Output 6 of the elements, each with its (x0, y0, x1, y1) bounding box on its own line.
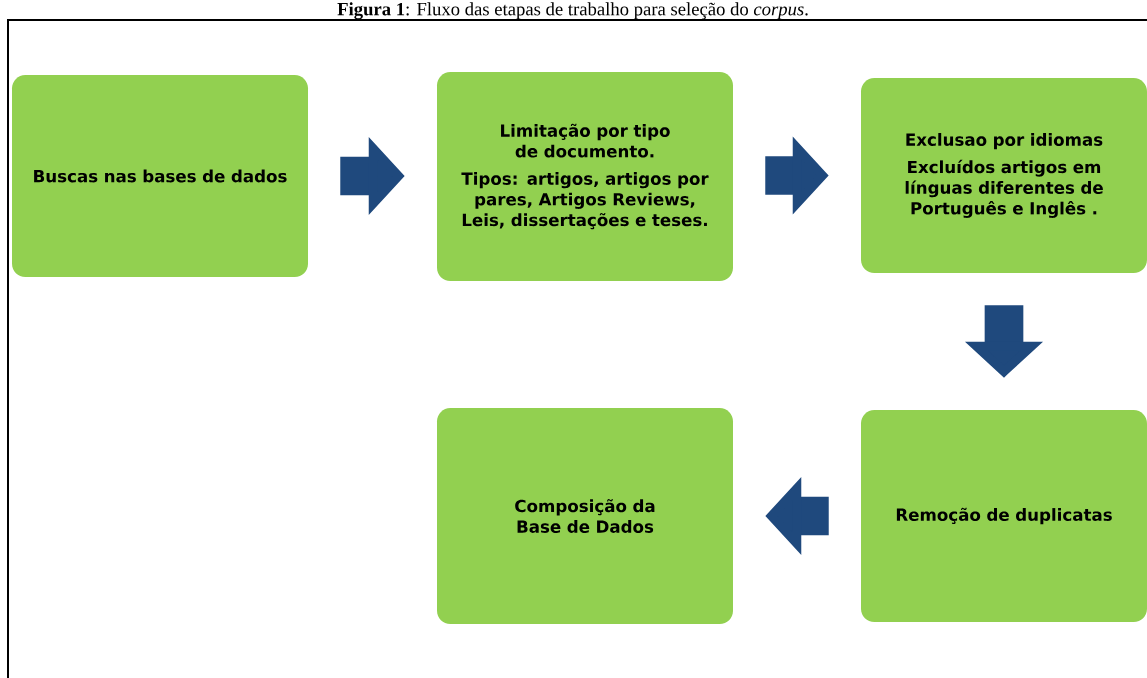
process-box: Composição da Base de Dados (437, 408, 733, 624)
process-box: Buscas nas bases de dados (12, 75, 308, 277)
figure-title: Figura 1: Fluxo das etapas de trabalho para seleção do corpus. (337, 2, 808, 20)
process-box: Remoção de duplicatas (861, 410, 1147, 622)
process-box: Limitação por tipo de documento. Tipos: artigos, artigos por pares, Artigos Reviews, Leis, dissertações e teses. (437, 71, 733, 282)
process-box: Exclusao por idiomas Excluídos artigos em línguas diferentes de Português e Inglês . (861, 78, 1147, 273)
